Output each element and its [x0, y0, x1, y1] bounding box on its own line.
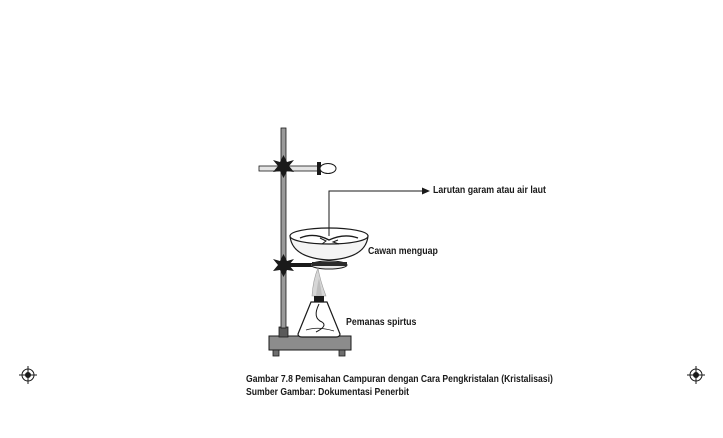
figure-source: Sumber Gambar: Dokumentasi Penerbit — [246, 387, 409, 398]
label-salt-solution: Larutan garam atau air laut — [433, 185, 546, 196]
label-evaporating-dish: Cawan menguap — [368, 246, 438, 257]
salt-solution-pointer — [328, 187, 430, 236]
burner-flame — [311, 266, 327, 297]
spirit-burner — [297, 296, 341, 338]
evaporating-dish — [289, 227, 369, 261]
stand-base — [268, 326, 352, 357]
stand-rod — [280, 127, 287, 329]
figure-caption: Gambar 7.8 Pemisahan Campuran dengan Car… — [246, 374, 553, 385]
upper-clamp — [258, 155, 337, 178]
lower-clamp-ring — [273, 254, 348, 277]
label-spirit-burner: Pemanas spirtus — [346, 317, 417, 328]
registration-mark-icon-right — [687, 366, 705, 384]
registration-mark-icon-left — [19, 366, 37, 384]
